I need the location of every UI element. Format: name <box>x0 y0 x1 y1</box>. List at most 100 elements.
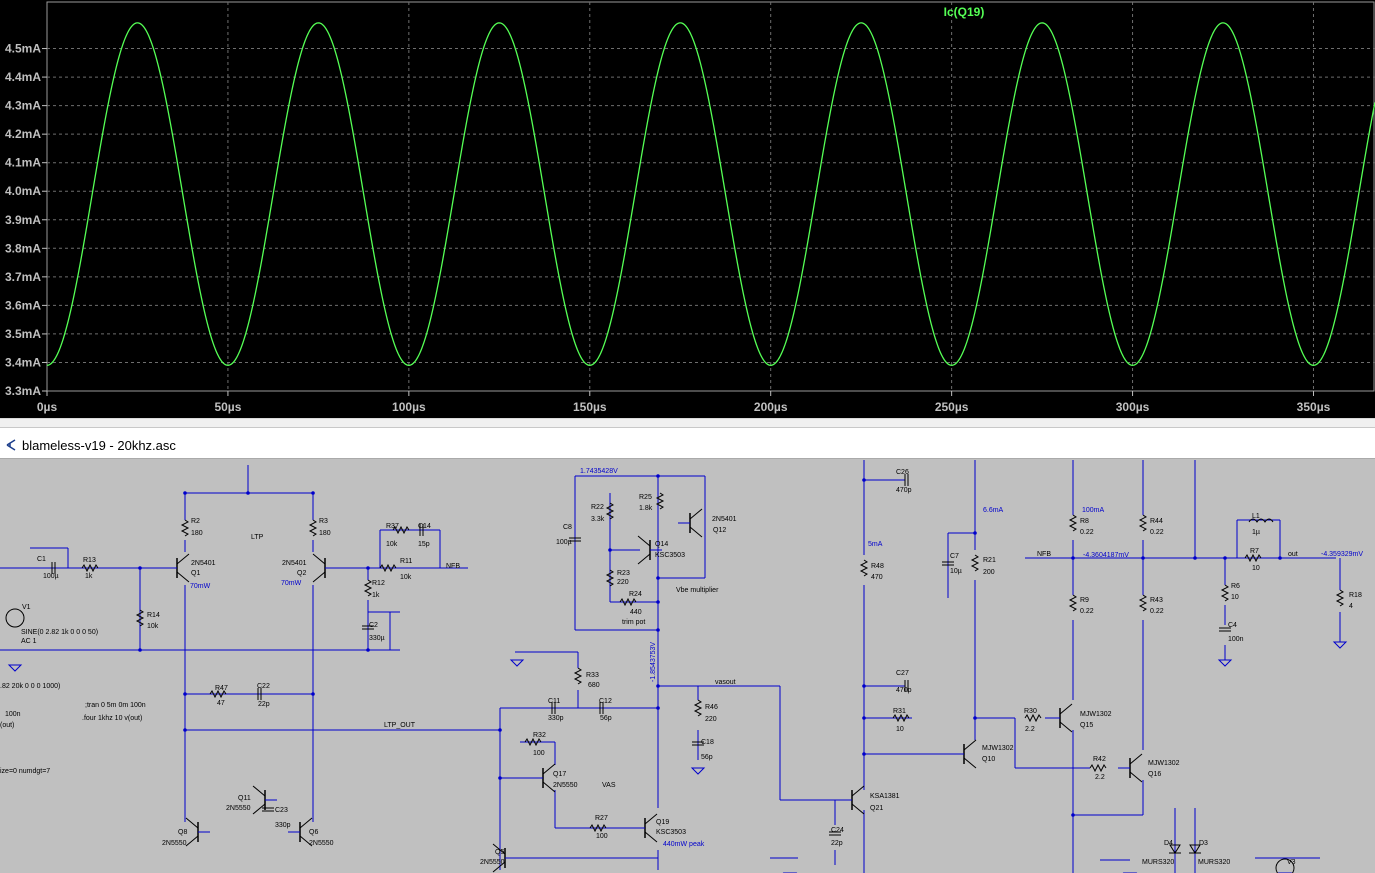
y-tick-label: 3.3mA <box>5 384 41 398</box>
junction-dot <box>498 728 502 732</box>
component-designator: V1 <box>22 604 31 611</box>
transistor-emitter <box>492 861 506 873</box>
component-designator: 2N5550 <box>553 782 578 789</box>
trace-ic-q19 <box>46 22 1375 366</box>
component-designator: 10k <box>400 574 412 581</box>
trace-label[interactable]: Ic(Q19) <box>944 5 985 19</box>
inductor-l1 <box>1248 518 1274 523</box>
component-designator: R11 <box>400 558 412 565</box>
component-designator: 2.2 <box>1025 726 1035 733</box>
component-designator: Q16 <box>1148 771 1161 778</box>
component-designator: Q17 <box>553 771 566 778</box>
y-tick-label: 3.5mA <box>5 327 41 341</box>
component-designator: 200 <box>983 569 995 576</box>
component-designator: C8 <box>563 524 572 531</box>
component-designator: Q12 <box>713 527 726 534</box>
transistor-collector <box>185 817 199 829</box>
junction-dot <box>973 531 977 535</box>
component-designator: R9 <box>1080 597 1089 604</box>
component-designator: 10µ <box>950 568 962 575</box>
pane-splitter[interactable] <box>0 418 1375 428</box>
component-designator: 10 <box>896 726 904 733</box>
component-designator: Q1 <box>191 570 200 577</box>
spice-annotation: 70mW <box>281 580 302 587</box>
component-designator: R31 <box>893 708 906 715</box>
ground-symbol <box>7 664 23 672</box>
resistor-symbol <box>1024 713 1042 723</box>
component-designator: R7 <box>1250 548 1259 555</box>
component-designator: MURS320 <box>1142 859 1174 866</box>
junction-dot <box>608 548 612 552</box>
x-tick-label: 50µs <box>214 400 241 414</box>
component-designator: R2 <box>191 518 200 525</box>
transistor-collector <box>689 508 703 520</box>
schematic-labels: C1100µR131kV1R2180R31802N5401Q12N5401Q2R… <box>0 468 1363 866</box>
component-designator: Q11 <box>238 795 251 802</box>
junction-dot <box>656 628 660 632</box>
transistor-emitter <box>689 526 703 538</box>
junction-dot <box>246 491 250 495</box>
component-designator: Q19 <box>656 819 669 826</box>
transistor-collector <box>312 553 326 565</box>
x-tick-label: 100µs <box>392 400 426 414</box>
spice-annotation: -4.3604187mV <box>1083 552 1129 559</box>
junction-dot <box>656 474 660 478</box>
schematic-canvas[interactable]: C1100µR131kV1R2180R31802N5401Q12N5401Q2R… <box>0 459 1375 873</box>
x-tick-label: 0µs <box>37 400 58 414</box>
component-designator: 680 <box>588 682 600 689</box>
spice-annotation: 6.6mA <box>983 507 1004 514</box>
y-tick-label: 3.4mA <box>5 355 41 369</box>
junction-dot <box>862 716 866 720</box>
y-axis-ticks: 3.3mA3.4mA3.5mA3.6mA3.7mA3.8mA3.9mA4.0mA… <box>5 42 47 398</box>
node-label: Vbe multiplier <box>676 587 719 594</box>
component-designator: Q5 <box>495 849 504 856</box>
transistor-emitter <box>1129 771 1143 783</box>
component-designator: Q21 <box>870 805 883 812</box>
spice-directive: .four 1khz 10 v(out) <box>82 715 142 722</box>
spice-directive: .82 20k 0 0 0 1000) <box>0 683 60 690</box>
component-designator: R46 <box>705 704 718 711</box>
component-designator: MJW1302 <box>1148 760 1180 767</box>
resistor-symbol <box>655 492 665 510</box>
component-designator: R12 <box>372 580 385 587</box>
junction-dot <box>656 576 660 580</box>
component-designator: 10k <box>386 541 398 548</box>
component-designator: 47 <box>217 700 225 707</box>
component-designator: 22p <box>831 840 843 847</box>
component-designator: Q6 <box>309 829 318 836</box>
resistor-symbol <box>605 502 615 520</box>
spice-directive: ize=0 numdgt=7 <box>0 768 50 775</box>
component-designator: R24 <box>629 591 642 598</box>
component-designator: R14 <box>147 612 160 619</box>
component-designator: R43 <box>1150 597 1163 604</box>
resistor-symbol <box>180 519 190 537</box>
junction-dot <box>1141 556 1145 560</box>
component-designator: 0.22 <box>1150 529 1164 536</box>
component-designator: Q14 <box>655 541 668 548</box>
component-designator: 2N5401 <box>282 560 307 567</box>
component-designator: R27 <box>595 815 608 822</box>
ground-symbol <box>690 767 706 775</box>
spice-directive: ;tran 0 5m 0m 100n <box>85 702 146 709</box>
node-label: out <box>1288 551 1298 558</box>
component-designator: R42 <box>1093 756 1106 763</box>
voltage-source-v3 <box>1275 858 1295 873</box>
component-designator: R48 <box>871 563 884 570</box>
spice-directive: (out) <box>0 722 14 729</box>
schematic-titlebar[interactable]: blameless-v19 - 20khz.asc <box>0 428 1375 459</box>
resistor-symbol <box>135 609 145 627</box>
component-designator: 220 <box>617 579 629 586</box>
x-tick-label: 300µs <box>1116 400 1150 414</box>
resistor-symbol <box>392 525 410 535</box>
transistor-emitter <box>1059 721 1073 733</box>
node-label: NFB <box>446 563 460 570</box>
component-designator: R13 <box>83 557 96 564</box>
transistor-collector <box>637 535 651 547</box>
component-designator: D4 <box>1164 840 1173 847</box>
resistor-symbol <box>1068 514 1078 532</box>
waveform-plot[interactable]: 3.3mA3.4mA3.5mA3.6mA3.7mA3.8mA3.9mA4.0mA… <box>0 0 1375 418</box>
node-label: trim pot <box>622 619 645 626</box>
